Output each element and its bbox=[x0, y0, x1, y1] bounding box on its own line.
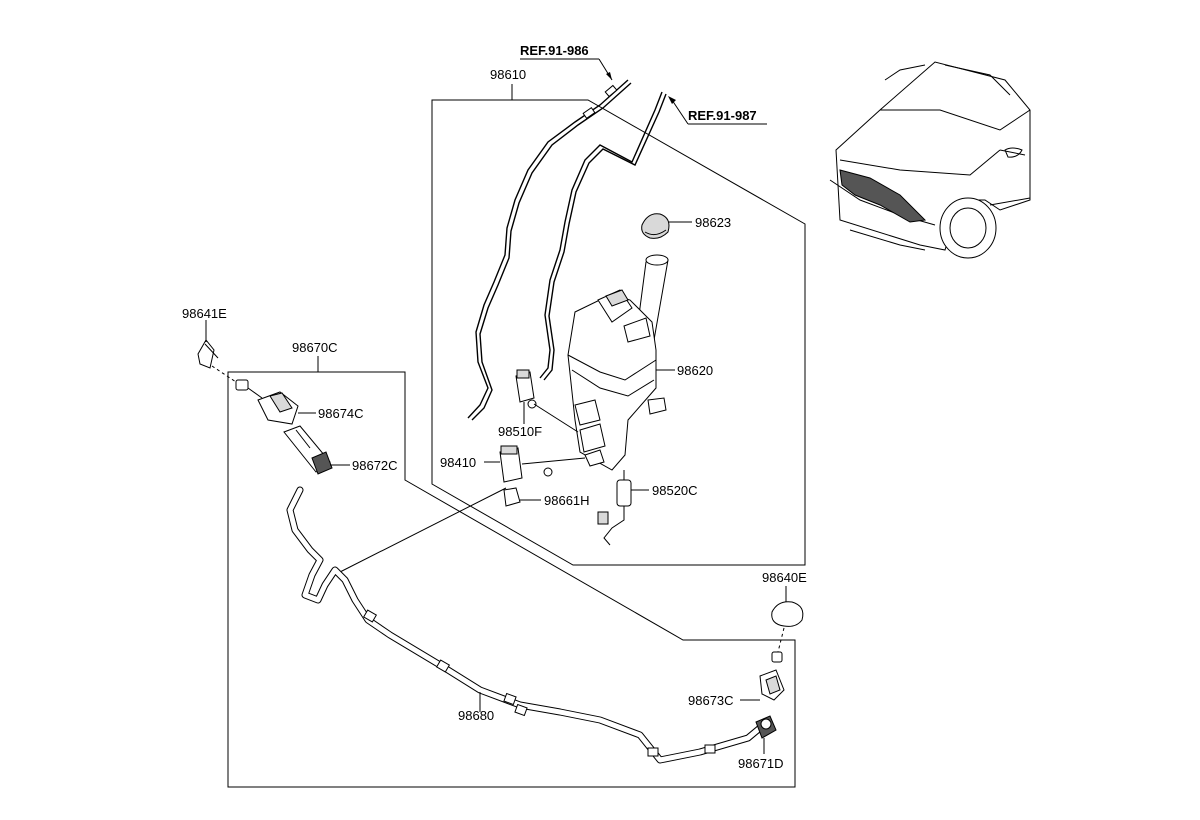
ref-91-986-arrow bbox=[606, 72, 612, 80]
label-98610[interactable]: 98610 bbox=[490, 67, 526, 82]
nozzle-98671D bbox=[755, 715, 777, 739]
level-sensor-98520C bbox=[597, 470, 632, 546]
label-98640E[interactable]: 98640E bbox=[762, 570, 807, 585]
label-98670C[interactable]: 98670C bbox=[292, 340, 338, 355]
label-98674C[interactable]: 98674C bbox=[318, 406, 364, 421]
label-98673C[interactable]: 98673C bbox=[688, 693, 734, 708]
vehicle-illustration bbox=[829, 61, 1031, 259]
nozzle-98641E bbox=[197, 339, 219, 369]
washer-reservoir-98620 bbox=[567, 254, 669, 471]
washer-pump-98410 bbox=[499, 445, 586, 483]
nozzle-cap-98640E bbox=[771, 601, 804, 627]
nozzle-98640E-dash bbox=[777, 627, 785, 653]
label-98510F[interactable]: 98510F bbox=[498, 424, 542, 439]
ref-91-987-arrow bbox=[668, 96, 676, 104]
label-98680[interactable]: 98680 bbox=[458, 708, 494, 723]
ref-91-987-leader bbox=[671, 99, 689, 125]
hose-group-frame bbox=[227, 371, 796, 788]
actuator-body-98672C bbox=[283, 425, 333, 475]
actuator-98674C bbox=[235, 379, 299, 425]
elbow-joint-98661H bbox=[503, 467, 553, 507]
label-98661H[interactable]: 98661H bbox=[544, 493, 590, 508]
label-98672C[interactable]: 98672C bbox=[352, 458, 398, 473]
label-98641E[interactable]: 98641E bbox=[182, 306, 227, 321]
nozzle-98673C bbox=[759, 651, 785, 701]
label-98671D[interactable]: 98671D bbox=[738, 756, 784, 771]
reservoir-group-frame bbox=[431, 99, 806, 566]
washer-hose-98680 bbox=[286, 486, 764, 764]
pump-to-hose-link bbox=[339, 487, 507, 573]
label-98623[interactable]: 98623 bbox=[695, 215, 731, 230]
washer-hose-98610 bbox=[467, 79, 667, 421]
ref-91-986-label[interactable]: REF.91-986 bbox=[520, 43, 589, 58]
reservoir-cap-98623 bbox=[641, 213, 670, 239]
label-98410[interactable]: 98410 bbox=[440, 455, 476, 470]
ref-91-987-label[interactable]: REF.91-987 bbox=[688, 108, 757, 123]
label-98520C[interactable]: 98520C bbox=[652, 483, 698, 498]
nozzle-98641E-dash bbox=[211, 365, 237, 383]
label-98620[interactable]: 98620 bbox=[677, 363, 713, 378]
washer-pump-98510F bbox=[515, 369, 579, 433]
